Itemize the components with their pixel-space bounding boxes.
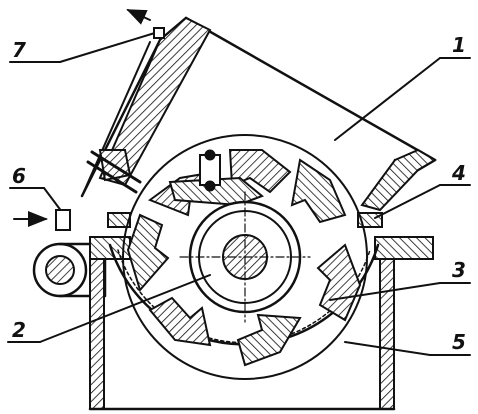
- shaft-hub: [179, 191, 311, 323]
- label-3: 3: [452, 258, 466, 282]
- left-axle: [32, 242, 107, 298]
- label-1: 1: [452, 33, 466, 57]
- adjustable-plate: [81, 41, 151, 197]
- label-6-group: [9, 187, 71, 231]
- label-2: 2: [12, 318, 26, 342]
- rotor: [122, 134, 368, 380]
- label-7: 7: [12, 38, 26, 62]
- label-6: 6: [12, 164, 26, 188]
- label-4: 4: [451, 161, 466, 185]
- label-5: 5: [452, 330, 466, 354]
- hopper: [80, 16, 437, 212]
- label-7-group: [9, 9, 165, 63]
- leaders: [7, 57, 471, 356]
